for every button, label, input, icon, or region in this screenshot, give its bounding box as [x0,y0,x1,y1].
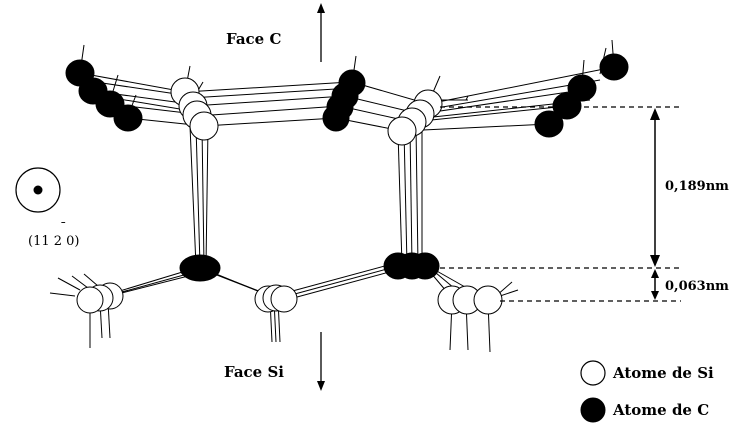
dimension-label-upper: 0,189nm [665,179,729,194]
dimension-guides [440,106,681,302]
dimension-label-lower: 0,063nm [665,279,729,294]
up-arrow [317,3,325,62]
silicon-atoms-top-left [170,77,219,141]
bond-network [49,39,615,353]
silicon-atoms-bottom-right [437,285,503,315]
carbon-atoms-top-left [65,59,143,132]
direction-overbar: ¯ [60,221,67,236]
silicon-atoms-bottom-left [76,282,124,314]
dimension-arrow-lower [651,269,659,300]
dimension-arrow-upper [650,108,660,267]
silicon-atoms-top-right [387,89,443,146]
carbon-atoms-top-right [534,53,629,138]
c-atom-icon [580,397,606,423]
carbon-atoms-top-center [322,69,366,132]
down-arrow [317,332,325,391]
face-c-label: Face C [226,30,281,48]
carbon-atoms-bottom-left [179,254,221,282]
legend-label-c: Atome de C [612,401,709,419]
legend-item-c: Atome de C [580,397,709,423]
face-si-label: Face Si [224,363,284,381]
carbon-atoms-bottom-right [383,252,440,280]
silicon-atoms-bottom-center [254,284,298,313]
direction-label: (11 2 0) [28,234,80,249]
legend-item-si: Atome de Si [580,360,714,386]
circle-dot-icon [15,167,61,213]
legend: Atome de Si Atome de C [580,360,714,423]
legend-label-si: Atome de Si [612,364,714,382]
si-atom-icon [580,360,606,386]
